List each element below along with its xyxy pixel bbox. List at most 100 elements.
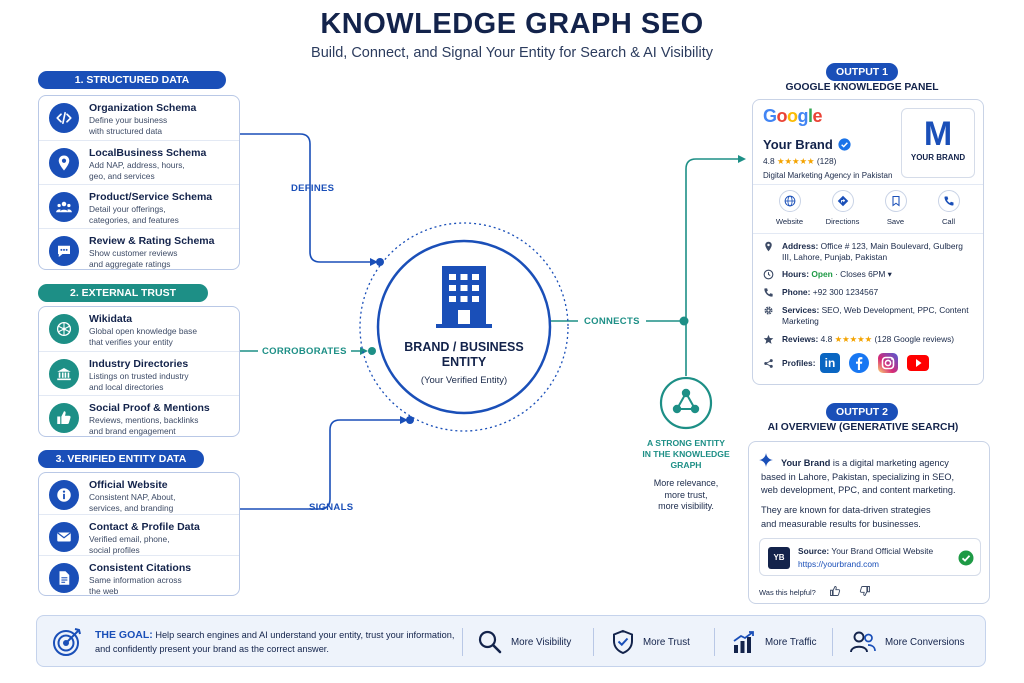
benefit-visibility: More Visibility [477,629,571,655]
strong-entity-line: more trust, [664,489,708,500]
sparkle-icon [759,453,773,467]
item-desc: Reviews, mentions, backlinks [89,415,199,425]
reviews-count[interactable]: (128 Google reviews) [874,334,955,344]
ai-paragraph-text: and measurable results for businesses. [761,518,921,529]
reviews-value: 4.8 [820,334,833,344]
goal-text-line: Help search engines and AI understand yo… [155,630,455,640]
code-icon [49,103,79,133]
check-circle-icon [958,550,974,566]
directions-action[interactable]: Directions [819,190,867,230]
hours-close-time[interactable]: · Closes 6PM ▾ [835,269,892,279]
users-icon [850,631,876,653]
item-title: Consistent Citations [89,562,192,574]
location-pin-icon [765,241,772,252]
youtube-icon[interactable] [907,354,929,372]
directions-icon [831,190,854,212]
magnifier-icon [478,630,502,654]
strong-entity-line: A STRONG ENTITY [647,438,725,448]
thumbs-down-icon[interactable] [859,585,871,597]
call-action[interactable]: Call [925,190,973,230]
source-title: Source: Your Brand Official Website [798,546,933,557]
envelope-icon [49,522,79,552]
thumbs-up-icon[interactable] [829,585,841,597]
business-category: Digital Marketing Agency in Pakistan [763,171,893,180]
rating-row: 4.8 ★★★★★ (128) [763,156,836,167]
output2-heading: AI OVERVIEW (GENERATIVE SEARCH) [767,422,959,433]
item-desc: Define your business [89,115,168,125]
ai-paragraph-text: They are known for data-driven strategie… [761,505,931,515]
label-connects: CONNECTS [578,316,646,327]
address-row: Address: Office # 123, Main Boulevard, G… [782,241,978,263]
chat-bubble-icon [49,236,79,266]
item-title: Product/Service Schema [89,191,213,203]
rating-count: (128) [816,156,837,166]
building-icon [436,266,492,328]
strong-entity-body: More relevance, more trust, more visibil… [626,478,746,513]
detail-label: Phone: [782,287,811,297]
source-url[interactable]: https://yourbrand.com [798,559,879,569]
reviews-row: Reviews: 4.8 ★★★★★ (128 Google reviews) [782,334,954,345]
growth-chart-icon [733,631,754,653]
output1-badge: OUTPUT 1 [826,63,898,81]
action-label: Call [941,217,956,226]
phone-value[interactable]: +92 300 1234567 [812,287,879,297]
item-desc: social profiles [89,544,140,555]
item-title: LocalBusiness Schema [89,147,207,159]
action-label: Save [886,217,905,226]
bank-icon [49,359,79,389]
item-desc: the web [89,585,119,596]
google-logo: Google [763,106,823,127]
ai-overview-paragraph-2: They are known for data-driven strategie… [761,504,985,531]
clock-icon [763,269,774,280]
ai-paragraph-text: is a digital marketing agency [830,458,949,468]
website-action[interactable]: Website [766,190,814,230]
goal-text-line: and confidently present your brand as th… [95,644,329,654]
brand-name: Your Brand [763,137,833,152]
source-name: Your Brand Official Website [831,546,934,556]
ai-paragraph-text: web development, PPC, and content market… [761,485,956,495]
item-desc: geo, and services [89,170,155,181]
benefit-label: More Traffic [765,636,817,648]
shield-check-icon [613,629,633,655]
item-desc: with structured data [89,125,163,136]
rating-value: 4.8 [763,156,775,166]
benefit-conversions: More Conversions [849,629,965,655]
star-rating-icon: ★★★★★ [834,334,873,344]
output1-heading: GOOGLE KNOWLEDGE PANEL [785,82,939,93]
google-logo-letter: e [812,106,823,126]
linkedin-icon[interactable]: in [820,353,840,373]
benefit-label: More Visibility [511,636,572,648]
source-card[interactable]: YB Source: Your Brand Official Website h… [759,538,981,576]
thumbs-up-icon [49,403,79,433]
benefit-traffic: More Traffic [731,629,817,655]
google-logo-letter: g [797,106,809,126]
item-title: Wikidata [89,313,133,325]
graph-nodes-icon [659,376,713,430]
profiles-label: Profiles: [782,358,816,368]
ai-overview-paragraph-1: Your Brand is a digital marketing agency… [761,457,985,498]
detail-label: Reviews: [782,334,819,344]
services-value: SEO, Web Development, PPC, Content [821,305,969,315]
item-desc: Add NAP, address, hours, [89,160,185,170]
facebook-icon[interactable] [849,353,869,373]
strong-entity-heading: A STRONG ENTITY IN THE KNOWLEDGE GRAPH [626,438,746,471]
label-defines: DEFINES [291,183,335,194]
detail-label: Services: [782,305,820,315]
services-row: Services: SEO, Web Development, PPC, Con… [782,305,978,327]
item-desc: Listings on trusted industry [89,371,189,381]
item-desc: and local directories [89,381,164,392]
phone-icon [764,288,773,297]
page-title: KNOWLEDGE GRAPH SEO [320,8,704,40]
instagram-icon[interactable] [878,353,898,373]
save-action[interactable]: Save [872,190,920,230]
google-logo-letter: o [787,106,798,126]
verified-check-icon [838,138,851,151]
benefit-trust: More Trust [611,629,690,655]
